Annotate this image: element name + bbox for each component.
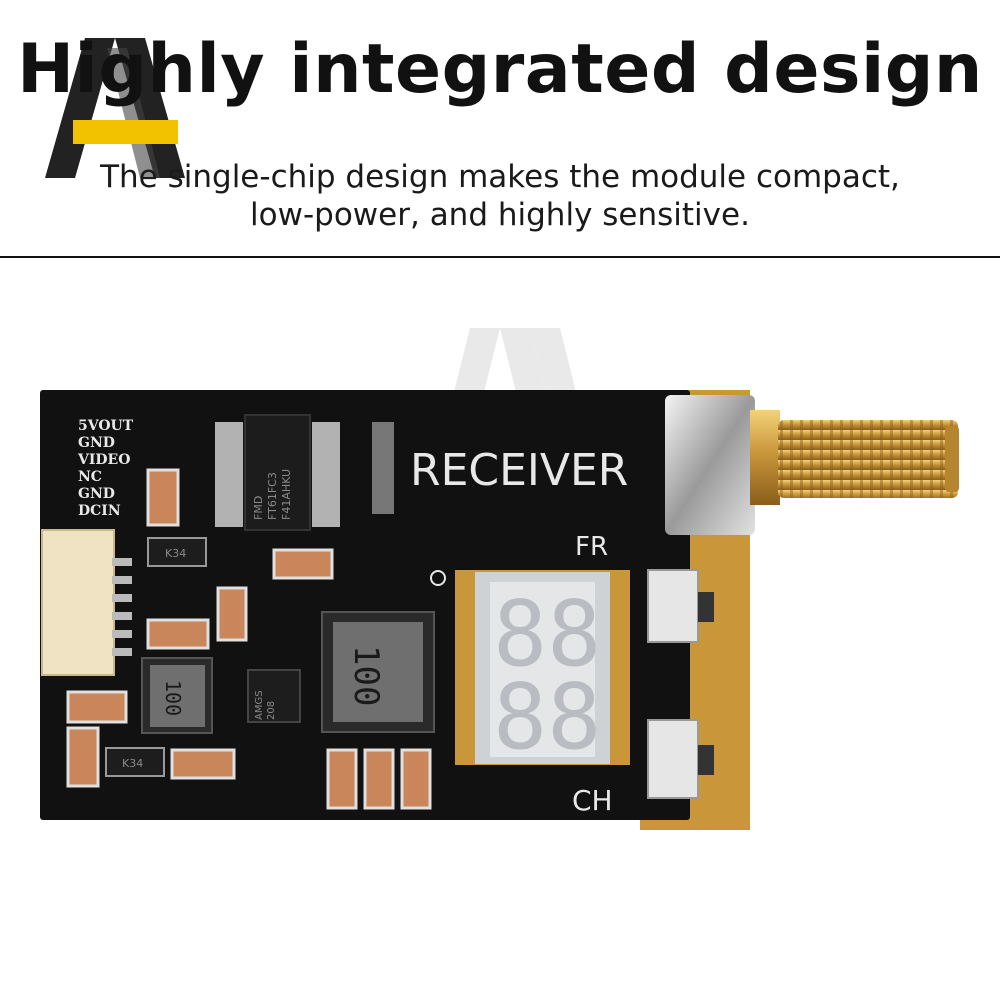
pin-label-gnd: GND bbox=[78, 435, 115, 451]
ch-button-switch bbox=[647, 719, 714, 799]
chip-marking-2: FT61FC3 bbox=[266, 472, 279, 520]
regulator-ic: AMGS 208 bbox=[247, 669, 301, 723]
pin-label-video: VIDEO bbox=[77, 452, 130, 468]
chip-marking-1: FMD bbox=[252, 496, 265, 520]
pin-header-connector bbox=[41, 529, 132, 676]
page-title: Highly integrated design bbox=[17, 30, 983, 109]
inductor-large-marking: 100 bbox=[346, 645, 386, 706]
receiver-label: RECEIVER bbox=[410, 445, 628, 496]
inductor-small-marking: 100 bbox=[161, 680, 185, 716]
display-digits-top: 88 bbox=[493, 582, 601, 687]
chip-marking-3: F41AHKU bbox=[280, 469, 293, 520]
diode-1-marking: K34 bbox=[165, 547, 186, 560]
diode-1: K34 bbox=[147, 537, 207, 567]
pin-label-nc: NC bbox=[78, 469, 102, 485]
page-subtitle: The single-chip design makes the module … bbox=[100, 159, 900, 233]
inductor-small: 100 bbox=[141, 657, 213, 734]
section-divider bbox=[0, 256, 1000, 258]
pin1-marker bbox=[430, 570, 446, 586]
diode-2-marking: K34 bbox=[122, 757, 143, 770]
diode-2: K34 bbox=[105, 747, 165, 777]
capacitor-group bbox=[66, 468, 432, 810]
pin-label-dcin: DCIN bbox=[78, 503, 121, 519]
brand-logo-icon bbox=[45, 38, 185, 178]
fr-button-switch bbox=[647, 569, 714, 643]
ic-marking-1: AMGS bbox=[254, 690, 265, 720]
ic-marking-2: 208 bbox=[266, 701, 277, 720]
pin-label-5vout: 5VOUT bbox=[78, 418, 134, 434]
ch-label: CH bbox=[572, 784, 613, 817]
fr-label: FR bbox=[575, 532, 608, 562]
resistor-array bbox=[372, 422, 394, 514]
sma-antenna-connector bbox=[665, 395, 959, 535]
receiver-module-image: 5VOUT GND VIDEO NC GND DCIN FMD FT61FC3 … bbox=[40, 390, 959, 830]
display-digits-bottom: 88 bbox=[493, 665, 601, 770]
seven-segment-display: 88 88 bbox=[455, 570, 630, 770]
pin-label-gnd-2: GND bbox=[78, 486, 115, 502]
main-ic-chip: FMD FT61FC3 F41AHKU bbox=[215, 414, 340, 531]
inductor-large: 100 bbox=[321, 611, 435, 733]
